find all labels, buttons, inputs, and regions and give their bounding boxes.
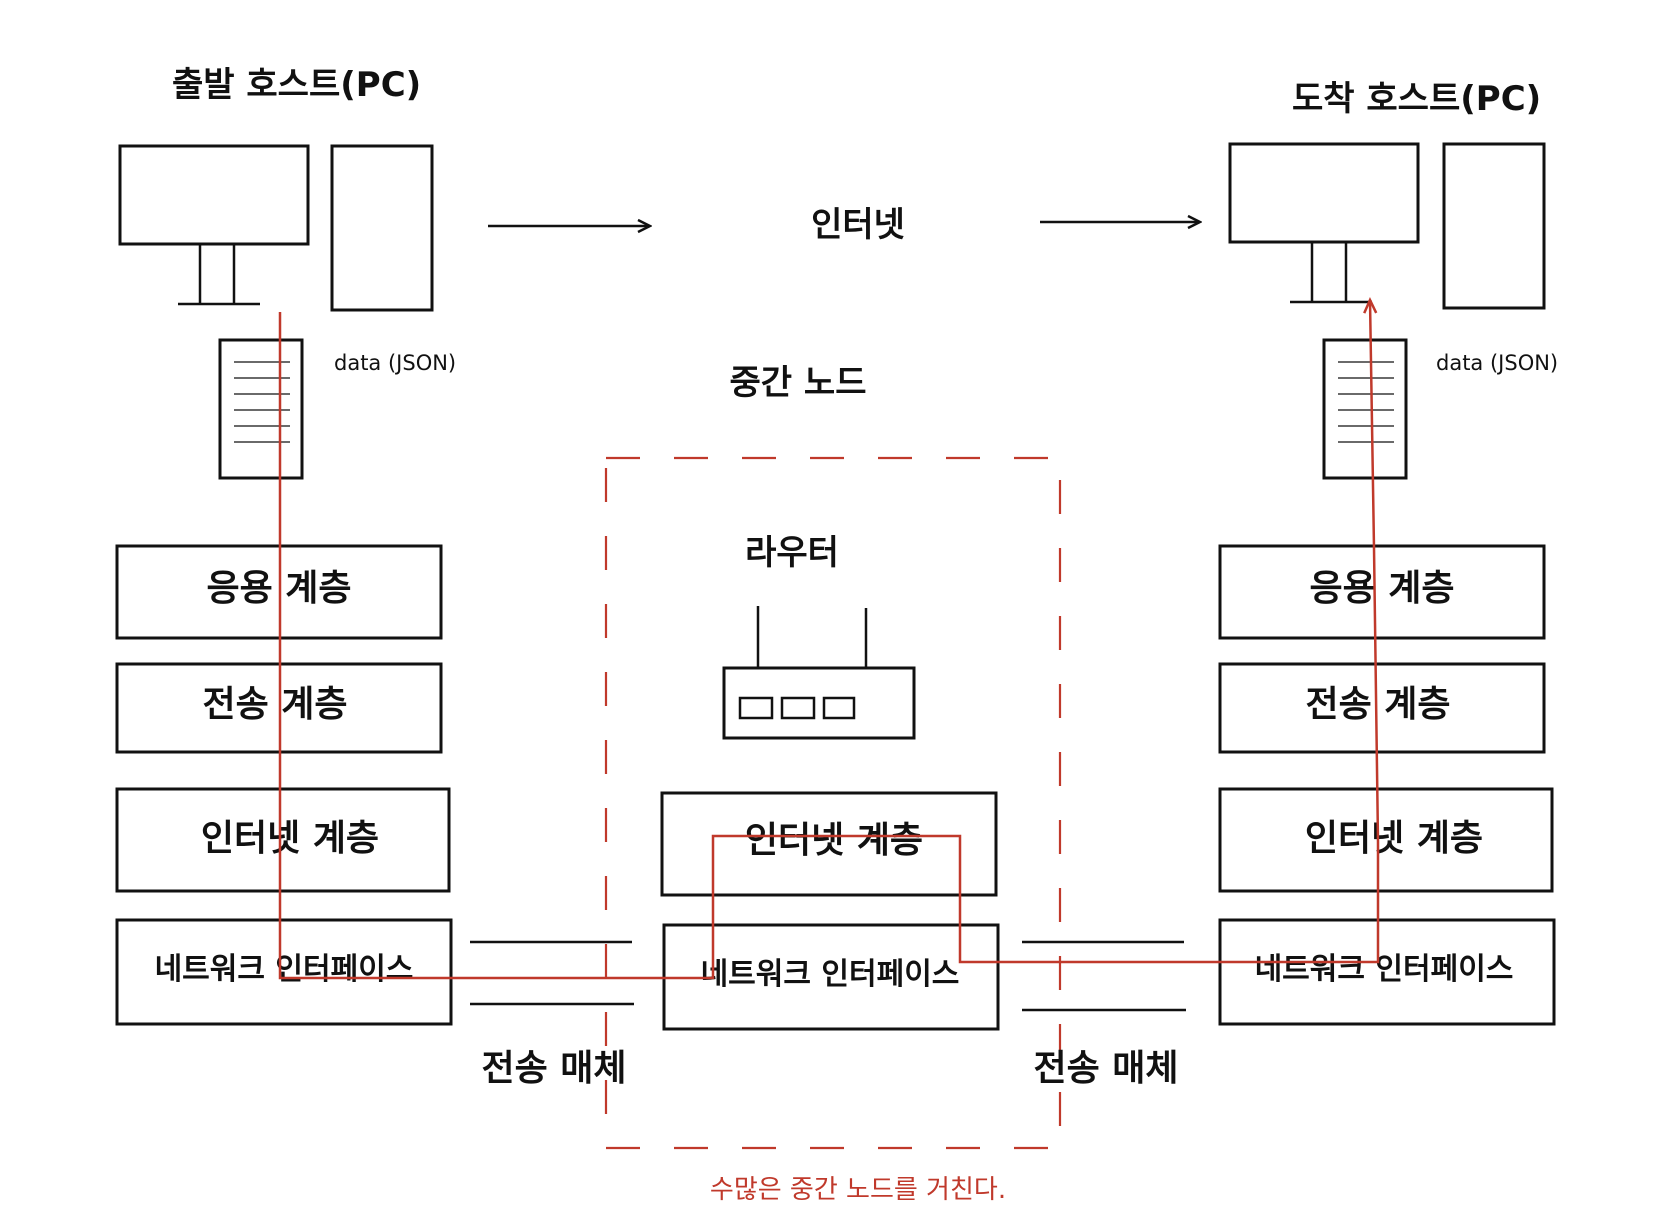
middle-node-boundary: [604, 456, 1062, 1150]
dest-application-layer: 응용 계층: [1218, 544, 1546, 640]
router-icon: [722, 606, 916, 740]
dest-application-layer-label: 응용 계층: [1309, 568, 1454, 609]
source-data-document-icon: [218, 338, 304, 480]
right-transmission-media: 전송 매체: [1022, 940, 1186, 1089]
dest-network-interface: 네트워크 인터페이스: [1218, 918, 1556, 1026]
dest-host-title: 도착 호스트(PC): [1292, 79, 1541, 119]
internet-label: 인터넷: [811, 205, 905, 245]
middle-node-title: 중간 노드: [730, 363, 867, 403]
router-label: 라우터: [745, 533, 839, 573]
dest-data-label: data (JSON): [1436, 351, 1558, 375]
dest-network-interface-label: 네트워크 인터페이스: [1255, 952, 1514, 987]
left-media-label: 전송 매체: [481, 1048, 626, 1089]
dest-internet-layer: 인터넷 계층: [1218, 787, 1554, 893]
middle-internet-layer-label: 인터넷 계층: [745, 820, 923, 861]
dest-host: 도착 호스트(PC) data (JSON) 응용 계층 전송 계층: [1218, 79, 1558, 1026]
dest-pc-icon: [1228, 142, 1546, 310]
source-pc-icon: [118, 144, 434, 312]
source-transport-layer-label: 전송 계층: [202, 684, 347, 725]
middle-network-interface: 네트워크 인터페이스: [662, 923, 1000, 1031]
source-internet-layer: 인터넷 계층: [115, 787, 451, 893]
source-host-title: 출발 호스트(PC): [172, 65, 421, 105]
source-data-label: data (JSON): [334, 351, 456, 375]
dest-data-document-icon: [1322, 338, 1408, 480]
middle-internet-layer: 인터넷 계층: [660, 791, 998, 897]
source-network-interface: 네트워크 인터페이스: [115, 918, 453, 1026]
dest-transport-layer: 전송 계층: [1218, 662, 1546, 754]
source-host: 출발 호스트(PC) data (JSON) 응용 계층 전송 계층: [115, 65, 456, 1026]
data-flow-path: [278, 297, 1380, 980]
right-media-label: 전송 매체: [1033, 1048, 1178, 1089]
dest-transport-layer-label: 전송 계층: [1305, 684, 1450, 725]
middle-node-note: 수많은 중간 노드를 거친다.: [710, 1175, 1006, 1205]
middle-node: 중간 노드 라우터 인터넷 계층 네트워크 인터페이스: [604, 363, 1062, 1150]
source-internet-layer-label: 인터넷 계층: [201, 818, 379, 859]
left-transmission-media: 전송 매체: [470, 940, 634, 1089]
middle-network-interface-label: 네트워크 인터페이스: [701, 957, 960, 992]
source-network-interface-label: 네트워크 인터페이스: [155, 952, 414, 987]
dest-internet-layer-label: 인터넷 계층: [1305, 818, 1483, 859]
internet-flow: 인터넷: [488, 205, 1200, 245]
